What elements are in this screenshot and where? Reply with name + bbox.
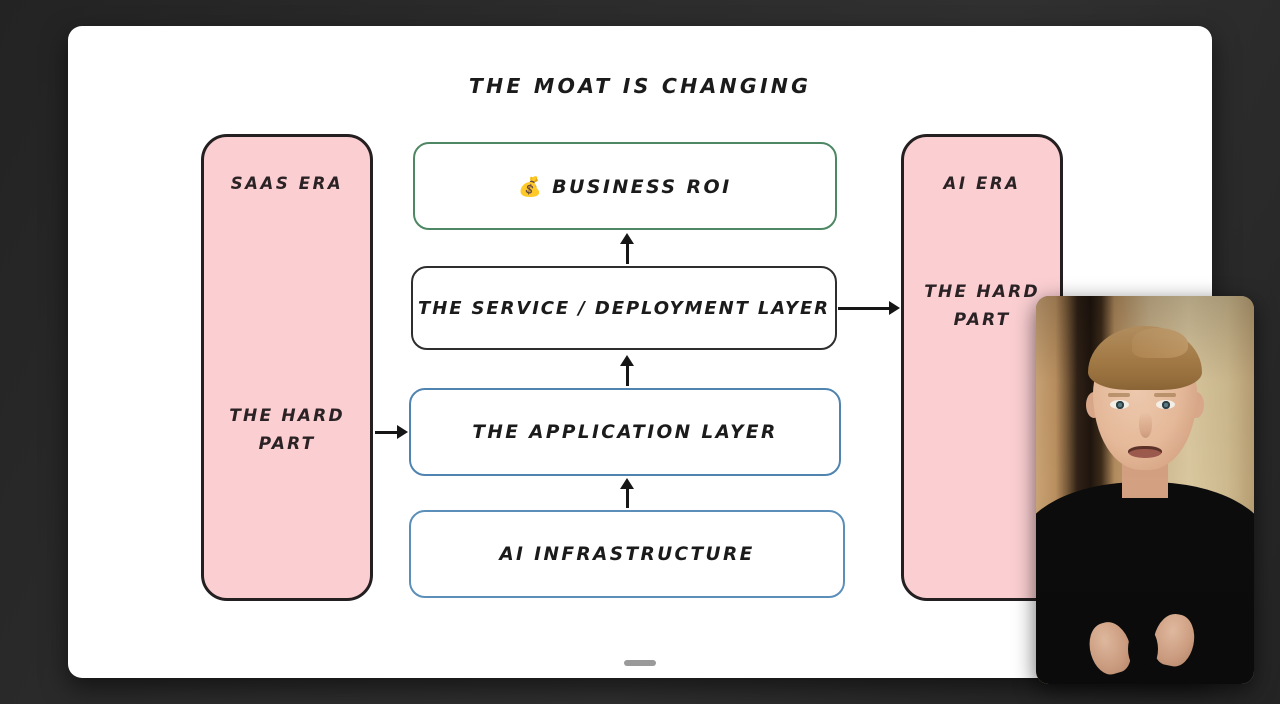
arrow-up-icon-service-to-roi	[620, 233, 634, 264]
whiteboard-canvas[interactable]: THE MOAT IS CHANGING SAAS ERA THE HARD P…	[68, 26, 1212, 678]
stack-box-business-roi-label: 💰 BUSINESS ROI	[518, 175, 731, 198]
arrow-head	[397, 425, 408, 439]
arrow-shaft	[625, 240, 629, 264]
stack-box-service-deployment-layer[interactable]: THE SERVICE / DEPLOYMENT LAYER	[411, 266, 837, 350]
arrow-head	[889, 301, 900, 315]
stack-box-ai-infrastructure-label: AI INFRASTRUCTURE	[499, 543, 755, 565]
page-title: THE MOAT IS CHANGING	[468, 74, 812, 98]
stack-box-application-layer-label: THE APPLICATION LAYER	[472, 421, 778, 443]
presenter-eye-left	[1110, 400, 1129, 409]
arrow-head	[620, 355, 634, 366]
era-panel-ai-subtitle: THE HARD PART	[924, 282, 1040, 330]
stack-box-business-roi-text: BUSINESS ROI	[552, 175, 732, 198]
arrow-shaft	[625, 362, 629, 386]
presenter-nose	[1139, 412, 1152, 438]
presenter-hand-gap	[1128, 626, 1158, 672]
arrow-head	[620, 478, 634, 489]
presenter-hair-part	[1132, 328, 1188, 358]
arrow-right-icon-saas-to-app	[375, 425, 408, 439]
shared-screen-surface: THE MOAT IS CHANGING SAAS ERA THE HARD P…	[68, 26, 1212, 678]
home-indicator-pill[interactable]	[624, 660, 656, 666]
webcam-vignette	[1036, 296, 1254, 684]
stack-box-service-deployment-layer-label: THE SERVICE / DEPLOYMENT LAYER	[418, 297, 830, 319]
arrow-shaft	[625, 485, 629, 508]
money-bag-icon: 💰	[518, 175, 543, 198]
presenter-mouth	[1128, 446, 1162, 458]
era-panel-saas-subtitle: THE HARD PART	[229, 406, 345, 454]
presenter-webcam-overlay[interactable]	[1036, 296, 1254, 684]
era-panel-ai-title: AI ERA	[943, 174, 1021, 193]
presenter-eye-right	[1156, 400, 1175, 409]
arrow-head	[620, 233, 634, 244]
stack-box-application-layer[interactable]: THE APPLICATION LAYER	[409, 388, 841, 476]
arrow-shaft	[838, 306, 893, 310]
era-panel-saas[interactable]: SAAS ERA THE HARD PART	[201, 134, 373, 601]
arrow-up-icon-infra-to-app	[620, 478, 634, 508]
arrow-up-icon-app-to-service	[620, 355, 634, 386]
stack-box-business-roi[interactable]: 💰 BUSINESS ROI	[413, 142, 837, 230]
presenter-eyebrow-right	[1154, 393, 1176, 397]
arrow-right-icon-service-to-ai	[838, 301, 900, 315]
era-panel-saas-title: SAAS ERA	[230, 174, 344, 193]
arrow-shaft	[375, 430, 401, 434]
presenter-eyebrow-left	[1108, 393, 1130, 397]
stack-box-ai-infrastructure[interactable]: AI INFRASTRUCTURE	[409, 510, 845, 598]
